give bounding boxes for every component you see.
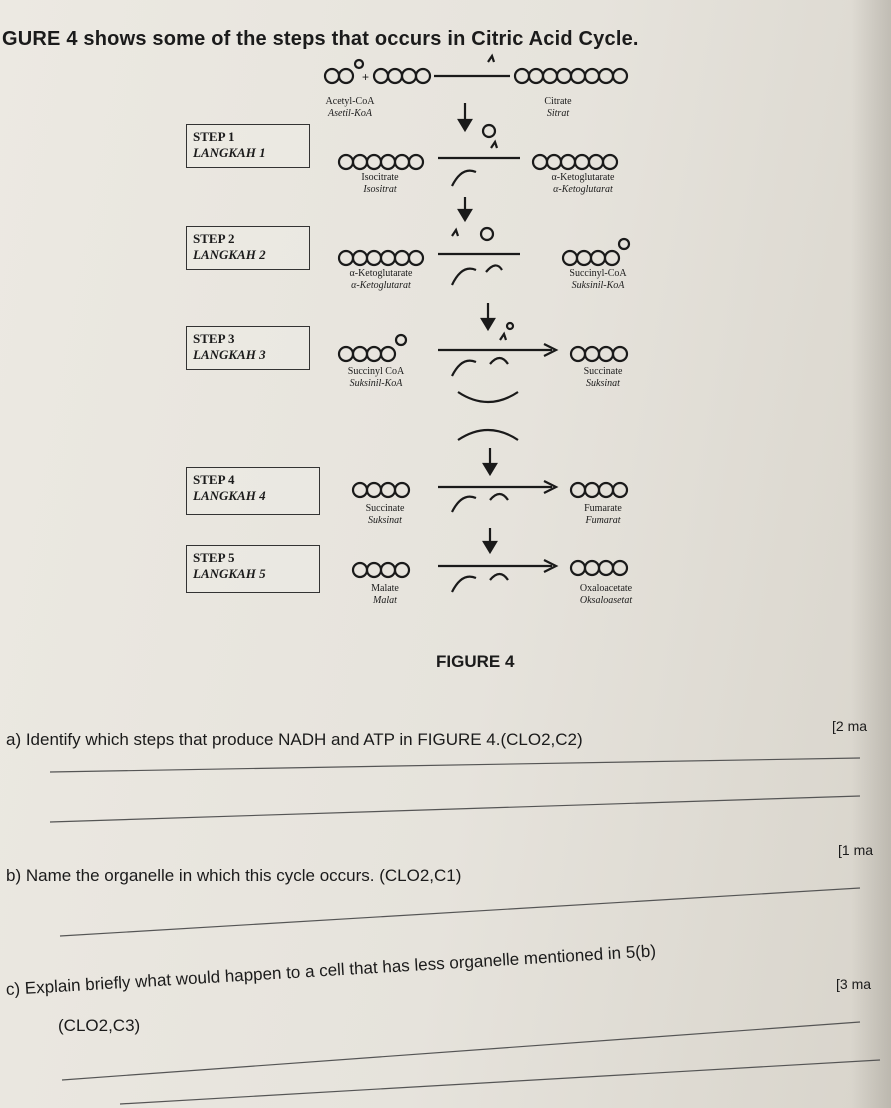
down-arrowhead-5	[482, 540, 498, 555]
step3-cofactor-curve-2	[489, 356, 509, 365]
step5-cofactor-curve-2	[489, 572, 509, 581]
succinate-molecule-1	[569, 345, 629, 363]
step3-arrow-mark	[499, 331, 508, 341]
step-4-box: STEP 4 LANGKAH 4	[186, 467, 320, 515]
oxaloacetate-molecule	[569, 559, 629, 577]
citric-acid-cycle-diagram: +	[323, 53, 631, 593]
step2-cofactor-curve	[451, 267, 477, 286]
step4-cofactor-curve-2	[489, 492, 509, 501]
question-b: b) Name the organelle in which this cycl…	[6, 866, 462, 885]
answer-line-c2	[119, 1059, 881, 1105]
svg-text:+: +	[362, 70, 369, 84]
co2-marker-2	[479, 226, 495, 242]
step3-arrowhead	[543, 343, 559, 357]
page-edge-shadow	[851, 0, 891, 1108]
step4-arrowhead	[543, 480, 559, 494]
question-header: GURE 4 shows some of the steps that occu…	[2, 28, 639, 50]
malate-molecule	[351, 561, 411, 579]
acetyl-coa-label: Acetyl-CoA Asetil-KoA	[325, 96, 375, 119]
step-1-box: STEP 1 LANGKAH 1	[186, 124, 310, 168]
succinate-molecule-2	[351, 481, 411, 499]
answer-line-a2	[49, 795, 861, 823]
oxaloacetate-molecule-top	[372, 67, 432, 85]
citrate-molecule	[513, 67, 629, 85]
coupling-curve-top	[457, 391, 519, 403]
succinyl-coa-molecule-2	[337, 333, 408, 363]
step1-cofactor-curve	[451, 169, 477, 187]
down-arrowhead-3	[480, 317, 496, 332]
step-3-box: STEP 3 LANGKAH 3	[186, 326, 310, 370]
step2-cofactor-curve-2	[485, 264, 503, 273]
ketoglutarate-molecule-1	[531, 153, 619, 171]
step2-arrow-mark	[451, 227, 460, 237]
step1-arrow-mark	[490, 139, 499, 149]
acetyl-coa-molecule	[323, 58, 365, 85]
step-5-box: STEP 5 LANGKAH 5	[186, 545, 320, 593]
step5-arrowhead	[543, 559, 559, 573]
question-c-clo: (CLO2,C3)	[58, 1016, 141, 1035]
isocitrate-molecule	[337, 153, 425, 171]
marker-dot-3	[505, 321, 515, 331]
figure-caption: FIGURE 4	[436, 652, 515, 671]
question-c-marks: [3 ma	[836, 976, 872, 992]
co2-marker-1	[481, 123, 497, 139]
step-2-box: STEP 2 LANGKAH 2	[186, 226, 310, 270]
question-b-marks: [1 ma	[838, 842, 874, 858]
ketoglutarate-molecule-2	[337, 249, 425, 267]
question-a: a) Identify which steps that produce NAD…	[6, 730, 583, 749]
top-arrow-mark	[487, 53, 496, 63]
down-arrowhead-1	[457, 118, 473, 133]
step3-cofactor-curve	[451, 359, 477, 377]
down-arrowhead-4	[482, 462, 498, 477]
citrate-label: Citrate Sitrat	[544, 96, 572, 119]
fumarate-molecule	[569, 481, 629, 499]
answer-lines	[49, 757, 881, 1105]
answer-line-b1	[59, 887, 861, 937]
succinyl-coa-molecule-1	[561, 237, 631, 267]
step5-cofactor-curve	[451, 575, 477, 593]
coupling-curve-bottom	[457, 429, 519, 441]
down-arrowhead-2	[457, 208, 473, 223]
answer-line-a1	[49, 757, 861, 773]
step4-cofactor-curve	[451, 495, 477, 513]
answer-line-c1	[61, 1021, 861, 1081]
question-a-marks: [2 ma	[832, 718, 868, 734]
